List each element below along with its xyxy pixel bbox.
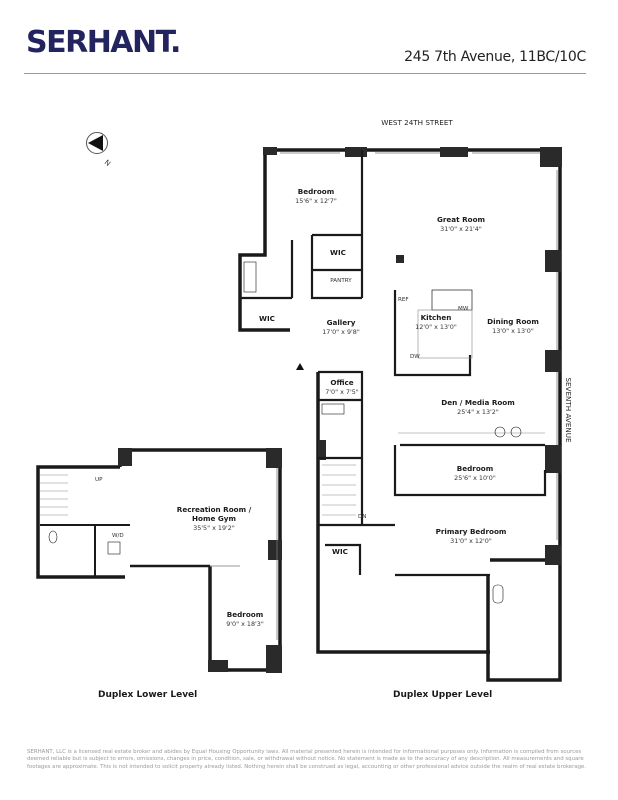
room-label: PANTRY xyxy=(330,278,352,284)
room-label-line2: Home Gym xyxy=(192,514,236,523)
fixture-dw: DW xyxy=(410,354,420,360)
room-label: Kitchen xyxy=(421,313,452,322)
fixture-wd: W/D xyxy=(112,533,124,539)
room-dims: 25'6" x 10'0" xyxy=(454,474,496,482)
room-label: Dining Room xyxy=(487,317,539,326)
room-dims: 7'0" x 7'5" xyxy=(325,388,359,396)
street-north: WEST 24TH STREET xyxy=(381,118,453,127)
room-dims: 31'0" x 21'4" xyxy=(440,225,482,233)
stairs-up: UP xyxy=(95,477,103,483)
fixture-ref: REF xyxy=(398,297,409,303)
room-dims: 17'0" x 9'8" xyxy=(322,328,360,336)
room-dims: 13'0" x 13'0" xyxy=(492,327,534,335)
room-label: Great Room xyxy=(437,215,485,224)
lower-level-plan xyxy=(36,448,282,673)
room-label: Recreation Room / xyxy=(177,505,252,514)
room-dims: 31'0" x 12'0" xyxy=(450,537,492,545)
legal-disclaimer: SERHANT, LLC is a licensed real estate b… xyxy=(27,749,587,770)
room-label: Bedroom xyxy=(227,610,263,619)
room-label: Office xyxy=(330,378,353,387)
room-label: WIC xyxy=(330,248,346,257)
room-label: Den / Media Room xyxy=(441,398,514,407)
header-divider xyxy=(24,73,586,74)
north-arrow-icon: N xyxy=(86,132,112,168)
entry-marker-icon xyxy=(296,363,304,370)
street-east: SEVENTH AVENUE xyxy=(564,377,573,443)
room-dims: 15'6" x 12'7" xyxy=(295,197,337,205)
room-label: Gallery xyxy=(327,318,356,327)
lower-level-title: Duplex Lower Level xyxy=(98,690,198,700)
room-dims: 25'4" x 13'2" xyxy=(457,408,499,416)
fixture-mw: MW xyxy=(458,306,469,312)
room-dims: 9'0" x 18'3" xyxy=(226,620,264,628)
room-label: Bedroom xyxy=(457,464,493,473)
listing-address: 245 7th Avenue, 11BC/10C xyxy=(404,49,586,65)
upper-level-title: Duplex Upper Level xyxy=(393,690,493,700)
room-dims: 35'5" x 19'2" xyxy=(193,524,235,532)
upper-level-plan xyxy=(238,147,562,682)
room-label: Primary Bedroom xyxy=(436,527,507,536)
compass-label: N xyxy=(103,158,112,168)
stairs-down: DN xyxy=(358,514,367,520)
serhant-logo: SERHANT. xyxy=(26,25,181,60)
room-label: WIC xyxy=(332,547,348,556)
room-dims: 12'0" x 13'0" xyxy=(415,323,457,331)
room-label: WIC xyxy=(259,314,275,323)
room-label: Bedroom xyxy=(298,187,334,196)
